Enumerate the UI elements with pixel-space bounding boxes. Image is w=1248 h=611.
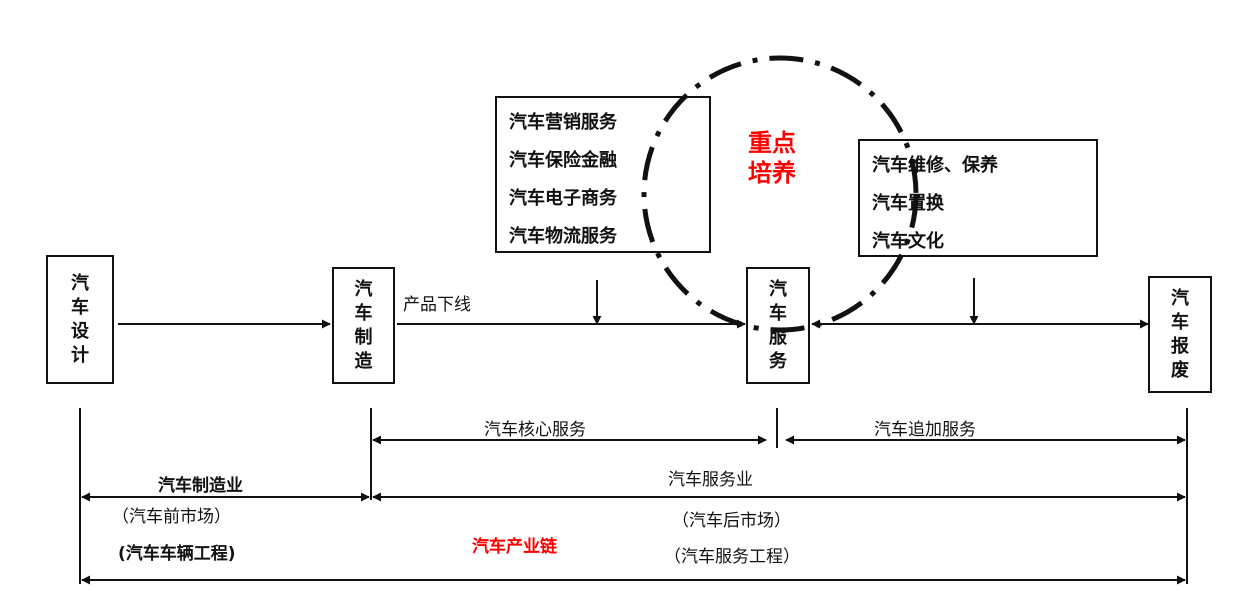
stage-scrap-char: 汽 (1171, 287, 1189, 309)
stage-service-box: 汽 车 服 务 (746, 267, 810, 384)
stage-service-char: 服 (769, 326, 787, 348)
added-services-box: 汽车维修、保养 汽车置换 汽车文化 (858, 139, 1098, 257)
stage-design-box: 汽 车 设 计 (46, 255, 114, 384)
service-engineering-label: （汽车服务工程） (664, 547, 800, 567)
stage-scrap-char: 车 (1171, 311, 1189, 333)
after-market-label: （汽车后市场） (672, 511, 791, 531)
industry-chain-label: 汽车产业链 (472, 537, 557, 557)
stage-scrap-char: 废 (1171, 359, 1189, 381)
stage-manufacturing-box: 汽 车 制 造 (332, 267, 395, 384)
stage-manufacturing-char: 造 (354, 350, 373, 372)
stage-design-char: 设 (71, 320, 89, 342)
stage-design-char: 汽 (71, 272, 89, 294)
manufacturing-industry-label: 汽车制造业 (158, 476, 243, 496)
stage-design-char: 车 (71, 296, 89, 318)
added-service-item: 汽车置换 (872, 193, 944, 214)
core-service-item: 汽车物流服务 (509, 226, 617, 247)
core-service-item: 汽车营销服务 (509, 112, 617, 133)
stage-manufacturing-char: 车 (354, 302, 373, 324)
core-service-span-label: 汽车核心服务 (484, 420, 586, 440)
focus-label-line: 重点 (748, 129, 796, 157)
core-service-item: 汽车保险金融 (509, 150, 617, 171)
added-service-span-label: 汽车追加服务 (874, 420, 976, 440)
stage-service-char: 汽 (769, 278, 787, 300)
pre-market-label: （汽车前市场） (112, 507, 231, 527)
stage-manufacturing-char: 汽 (354, 278, 373, 300)
stage-scrap-char: 报 (1171, 335, 1189, 357)
added-service-item: 汽车文化 (872, 231, 944, 252)
stage-design-char: 计 (71, 344, 89, 366)
stage-service-char: 车 (769, 302, 787, 324)
service-industry-label: 汽车服务业 (668, 470, 753, 490)
core-services-box: 汽车营销服务 汽车保险金融 汽车电子商务 汽车物流服务 (495, 96, 711, 253)
stage-service-char: 务 (769, 350, 787, 372)
added-service-item: 汽车维修、保养 (872, 155, 998, 176)
flow-label: 产品下线 (403, 295, 471, 315)
stage-manufacturing-char: 制 (354, 326, 373, 348)
core-service-item: 汽车电子商务 (509, 188, 617, 209)
focus-label-line: 培养 (748, 159, 796, 187)
focus-label: 重点 培养 (748, 128, 796, 188)
vehicle-engineering-label: (汽车车辆工程) (118, 544, 236, 564)
stage-scrap-box: 汽 车 报 废 (1148, 276, 1212, 393)
